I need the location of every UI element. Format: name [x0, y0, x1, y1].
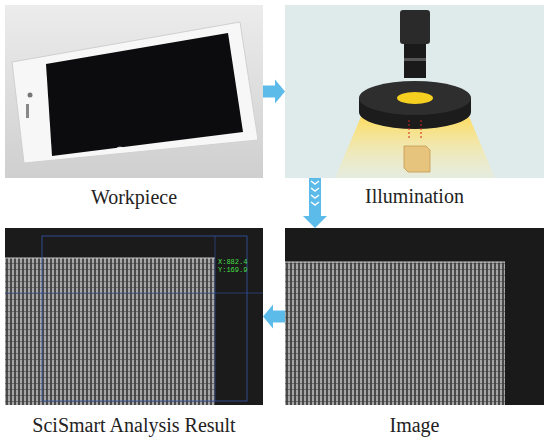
lens-ring [404, 58, 426, 61]
workpiece-photo [5, 5, 263, 178]
ring-light-hole [397, 92, 433, 104]
image-panel: Image [285, 228, 544, 405]
panel-caption: Image [390, 414, 440, 436]
phone-screen [46, 33, 243, 156]
grid-edge [285, 262, 505, 263]
arrow-shaft [263, 86, 275, 98]
flow-arrow [263, 80, 285, 104]
flow-arrow [303, 178, 327, 228]
arrow-head [303, 216, 327, 228]
camera-lens [404, 44, 426, 78]
panel-caption: Illumination [365, 185, 464, 207]
phone-speaker [26, 104, 29, 118]
captured-image [285, 228, 544, 405]
roi-box [42, 236, 247, 401]
camera-body [400, 10, 430, 44]
roi-line [5, 293, 263, 294]
photo-ground [5, 5, 263, 178]
coordinate-readout: X:882.4 [218, 258, 247, 266]
coordinate-readout: Y:169.9 [218, 266, 247, 274]
pixel-grid [285, 262, 505, 405]
panel-caption: SciSmart Analysis Result [32, 414, 235, 436]
light-ray [421, 120, 422, 138]
image-panel: Workpiece [5, 5, 263, 178]
image-panel: SciSmart Analysis Result [5, 228, 263, 405]
sample-object [404, 146, 430, 172]
pixel-grid [5, 258, 215, 405]
ring-light-top [359, 81, 471, 115]
reflection [117, 147, 123, 150]
phone-camera [28, 93, 33, 98]
arrow-shaft [273, 311, 285, 323]
analysis-image [5, 228, 263, 405]
arrow-head [263, 305, 273, 329]
arrow-chevron [311, 181, 319, 184]
image-panel: Illumination [285, 5, 544, 178]
flow-arrow [263, 305, 285, 329]
arrow-chevron [311, 188, 319, 191]
arrow-chevron [311, 195, 319, 198]
phone-body [12, 22, 258, 163]
grid-edge [5, 258, 215, 259]
panel-caption: Workpiece [91, 186, 177, 208]
light-ray [409, 120, 410, 138]
arrow-head [275, 80, 285, 104]
illumination-scene [285, 5, 544, 178]
arrow-shaft [309, 178, 321, 216]
scene-ground [285, 5, 544, 178]
arrow-chevron [311, 202, 319, 205]
image-ground [285, 228, 544, 405]
image-ground [5, 228, 263, 405]
roi-line [215, 236, 216, 401]
